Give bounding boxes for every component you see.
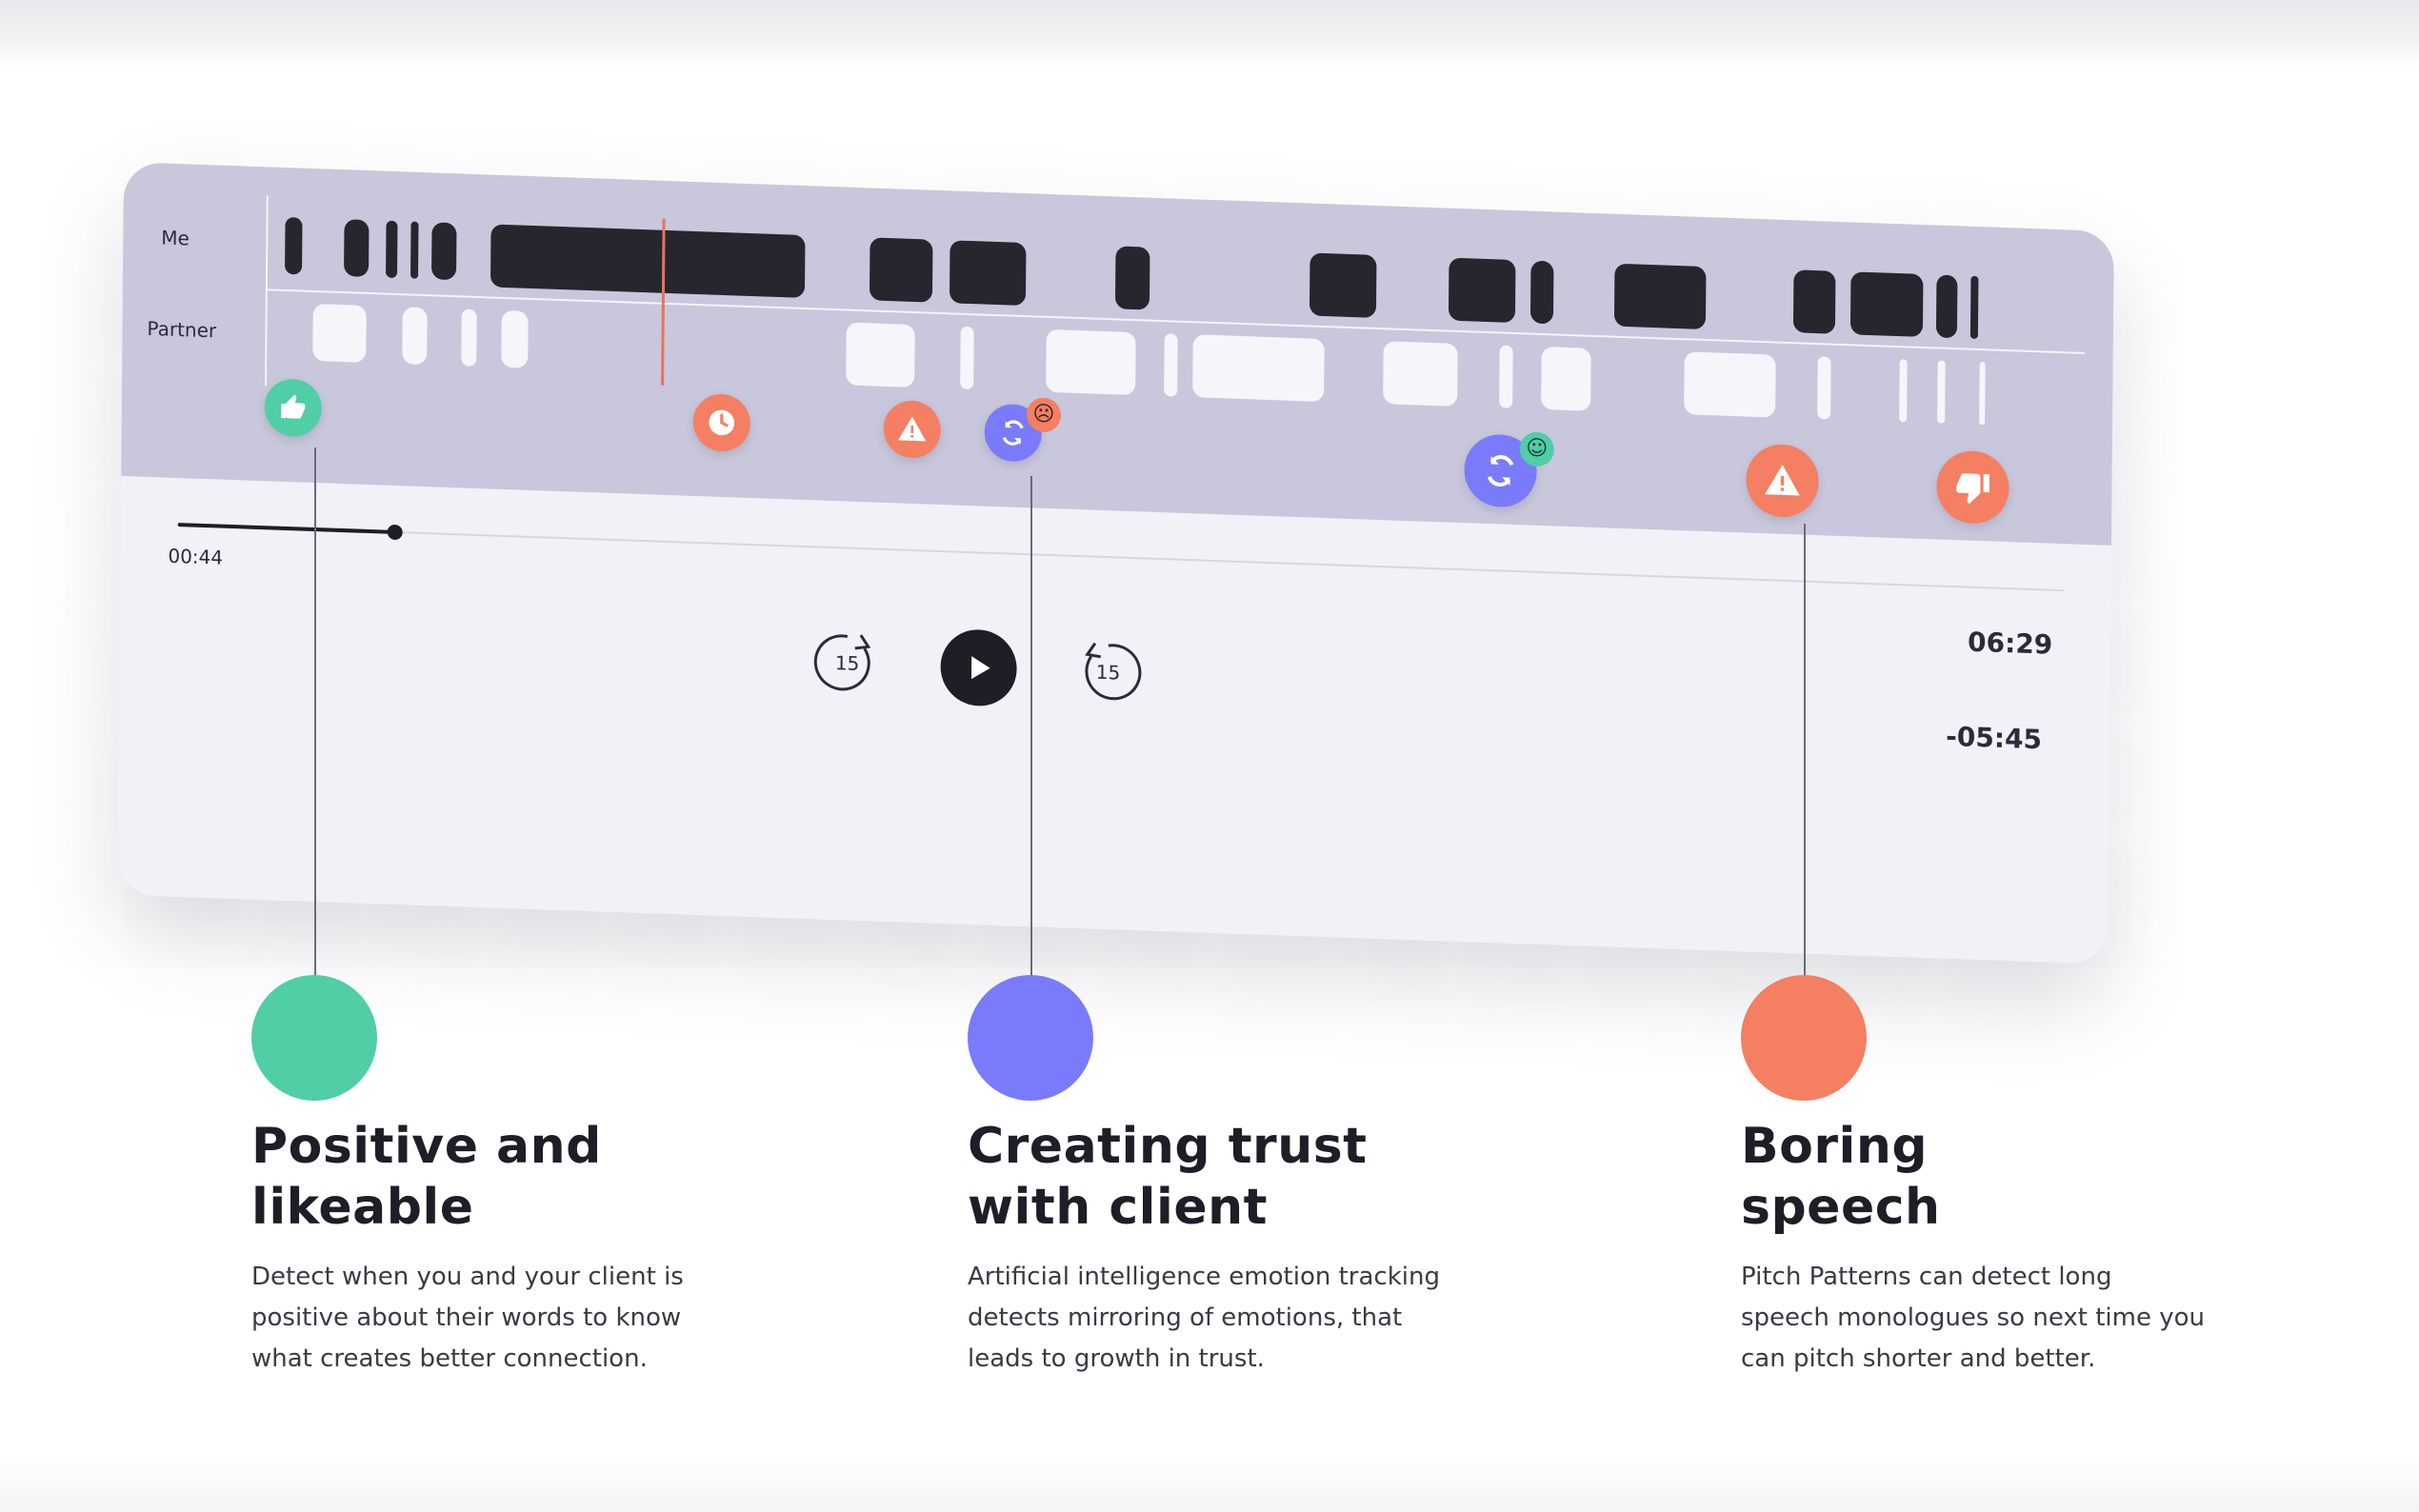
partner-speech-segment bbox=[1192, 334, 1325, 403]
partner-speech-segment bbox=[501, 309, 529, 368]
feature-desc-line: speech monologues so next time you bbox=[1741, 1303, 2205, 1332]
thumbs-up-icon bbox=[281, 394, 306, 419]
warning-icon bbox=[897, 416, 927, 442]
remaining-time: -05:45 bbox=[1946, 720, 2043, 756]
call-analysis-player: Me Partner bbox=[117, 162, 2114, 965]
me-speech-segment bbox=[344, 219, 370, 277]
feature-desc-line: detects mirroring of emotions, that bbox=[968, 1303, 1403, 1332]
partner-speech-segment bbox=[1046, 328, 1136, 396]
partner-speech-segment bbox=[960, 326, 974, 390]
me-speech-segment bbox=[1309, 252, 1377, 318]
thumbs-up-marker[interactable] bbox=[264, 378, 323, 438]
speech-timeline[interactable]: Me Partner bbox=[121, 162, 2114, 546]
me-speech-segment bbox=[1529, 260, 1554, 325]
me-speech-segment bbox=[490, 224, 806, 298]
me-speech-segment bbox=[431, 222, 457, 281]
feature-title-line: Creating trust bbox=[968, 1118, 1368, 1175]
feature-desc-boring: Pitch Patterns can detect long speech mo… bbox=[1741, 1257, 2205, 1380]
partner-speech-segment bbox=[1383, 341, 1458, 407]
partner-speech-segment bbox=[1817, 356, 1831, 420]
total-time: 06:29 bbox=[1967, 626, 2053, 661]
partner-speech-segment bbox=[312, 303, 367, 363]
partner-speech-segment bbox=[1541, 346, 1591, 411]
feature-title-positive: Positive and likeable bbox=[251, 1116, 602, 1238]
partner-speech-segment bbox=[1684, 351, 1776, 418]
sync-icon bbox=[1002, 420, 1024, 446]
feature-desc-line: what creates better connection. bbox=[251, 1344, 648, 1373]
skip-back-button[interactable]: 15 bbox=[812, 627, 882, 698]
mirroring-marker-happy[interactable]: ☺ bbox=[1464, 431, 1554, 508]
partner-track-label: Partner bbox=[147, 316, 217, 343]
clock-icon bbox=[709, 409, 735, 436]
positive-indicator-dot bbox=[251, 975, 377, 1101]
me-speech-segment bbox=[1114, 246, 1150, 310]
clock-marker[interactable] bbox=[692, 392, 751, 452]
partner-speech-segment bbox=[1164, 333, 1178, 397]
feature-desc-line: positive about their words to know bbox=[251, 1303, 682, 1332]
feature-desc-line: Pitch Patterns can detect long bbox=[1741, 1263, 2112, 1291]
progress-knob[interactable] bbox=[387, 524, 403, 541]
warning-marker[interactable] bbox=[883, 399, 942, 459]
me-speech-segment bbox=[949, 240, 1027, 307]
feature-title-trust: Creating trust with client bbox=[968, 1116, 1368, 1238]
me-speech-segment bbox=[1448, 257, 1516, 324]
partner-speech-segment bbox=[846, 322, 915, 388]
skip-forward-button[interactable]: 15 bbox=[1073, 637, 1143, 707]
me-speech-segment bbox=[386, 220, 398, 279]
progress-fill bbox=[177, 522, 395, 534]
partner-speech-segment bbox=[461, 308, 477, 367]
thumbs-down-icon bbox=[1956, 473, 1990, 505]
feature-title-line: likeable bbox=[251, 1179, 474, 1236]
play-button[interactable] bbox=[940, 627, 1017, 707]
trust-indicator-dot bbox=[968, 975, 1093, 1101]
partner-speech-segment bbox=[1499, 345, 1513, 408]
feature-title-line: Positive and bbox=[251, 1118, 602, 1175]
partner-speech-segment bbox=[402, 307, 428, 366]
me-speech-segment bbox=[1613, 263, 1707, 329]
warning-icon bbox=[1765, 465, 1800, 496]
happy-face-icon: ☺ bbox=[1519, 431, 1554, 468]
feature-desc-line: can pitch shorter and better. bbox=[1741, 1344, 2096, 1373]
partner-speech-segment bbox=[1937, 360, 1946, 424]
sync-icon bbox=[1487, 455, 1514, 487]
me-speech-segment bbox=[869, 237, 933, 303]
feature-title-boring: Boring speech bbox=[1741, 1116, 1941, 1238]
skip-back-label: 15 bbox=[834, 651, 860, 675]
play-icon bbox=[970, 656, 990, 680]
warning-marker[interactable] bbox=[1746, 443, 1819, 519]
top-gradient-band bbox=[0, 0, 2419, 67]
current-time: 00:44 bbox=[168, 544, 224, 569]
connector-line-positive bbox=[314, 448, 316, 976]
feature-desc-trust: Artificial intelligence emotion tracking… bbox=[968, 1257, 1440, 1380]
partner-speech-segment bbox=[1899, 359, 1908, 423]
feature-desc-line: Detect when you and your client is bbox=[251, 1263, 684, 1291]
mirroring-marker-sad[interactable]: ☹ bbox=[984, 397, 1062, 463]
me-track-label: Me bbox=[161, 226, 190, 250]
feature-title-line: speech bbox=[1741, 1179, 1941, 1236]
forward-15-icon bbox=[1085, 642, 1142, 701]
bottom-gradient-band bbox=[0, 1457, 2419, 1512]
feature-desc-line: leads to growth in trust. bbox=[968, 1344, 1265, 1373]
connector-line-boring bbox=[1804, 524, 1806, 976]
rewind-15-icon bbox=[813, 634, 871, 691]
me-speech-segment bbox=[285, 216, 303, 275]
me-speech-segment bbox=[1935, 274, 1958, 339]
partner-speech-segment bbox=[1979, 362, 1986, 426]
feature-desc-line: Artificial intelligence emotion tracking bbox=[968, 1263, 1440, 1291]
me-speech-segment bbox=[410, 221, 419, 279]
player-card: Me Partner bbox=[117, 162, 2114, 965]
feature-title-line: Boring bbox=[1741, 1118, 1929, 1175]
feature-desc-positive: Detect when you and your client is posit… bbox=[251, 1257, 684, 1380]
feature-title-line: with client bbox=[968, 1179, 1268, 1236]
sad-face-icon: ☹ bbox=[1026, 397, 1062, 433]
me-speech-segment bbox=[1969, 275, 1979, 339]
skip-forward-label: 15 bbox=[1095, 660, 1121, 685]
me-speech-segment bbox=[1792, 269, 1836, 334]
thumbs-down-marker[interactable] bbox=[1936, 449, 2009, 526]
boring-indicator-dot bbox=[1741, 975, 1867, 1101]
connector-line-trust bbox=[1030, 476, 1032, 976]
me-speech-segment bbox=[1849, 271, 1924, 337]
